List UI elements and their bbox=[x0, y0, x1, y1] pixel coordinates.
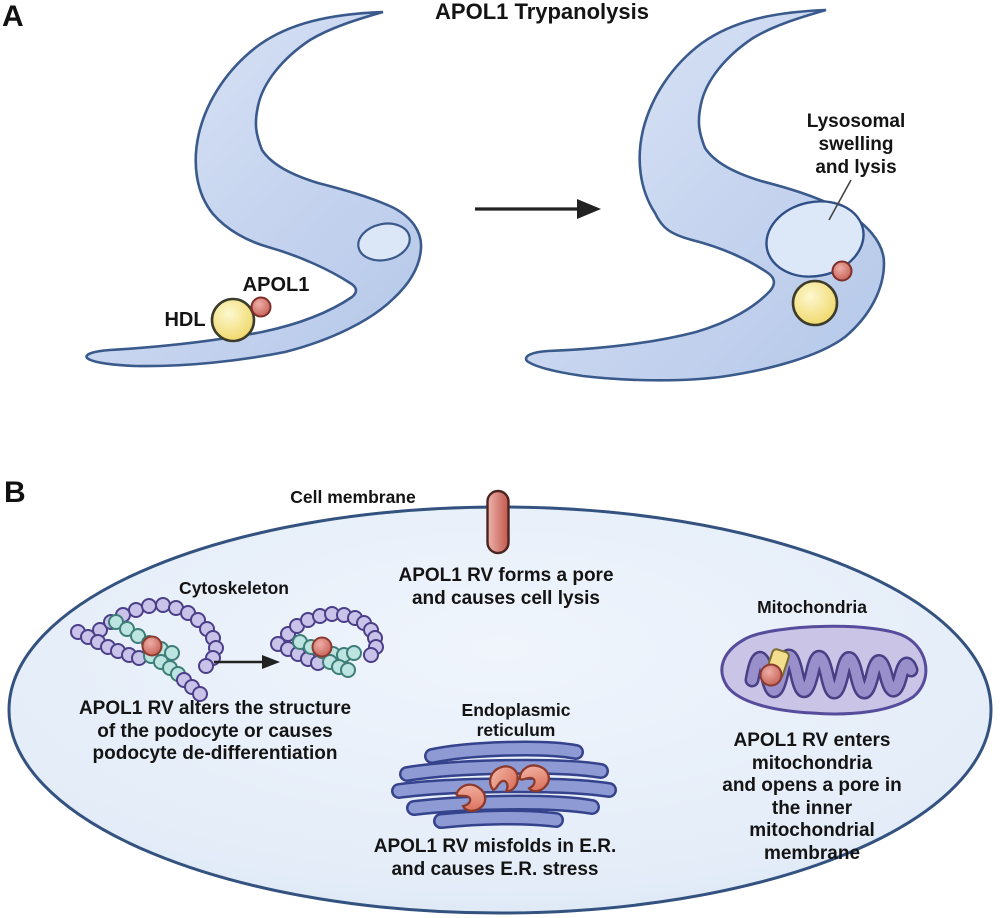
apol1-particle bbox=[250, 296, 272, 318]
swollen-lysosome bbox=[765, 200, 865, 278]
panel-a-canvas bbox=[85, 8, 886, 382]
cytoskeleton-bead bbox=[128, 602, 144, 618]
figure-title: APOL1 Trypanolysis bbox=[435, 0, 649, 24]
lysosome-caption: Lysosomal swelling and lysis bbox=[806, 111, 906, 178]
cytoskeleton-bead bbox=[130, 628, 146, 644]
cytoskeleton-bead bbox=[141, 598, 157, 614]
panel-b-canvas bbox=[7, 489, 993, 915]
progression-arrow bbox=[475, 199, 601, 219]
cytoskeleton-bead bbox=[164, 645, 180, 661]
cytoskeleton-before bbox=[70, 597, 224, 702]
mitochondria bbox=[720, 624, 928, 716]
cytoskeleton-bead bbox=[363, 647, 379, 663]
panel-a-label: A bbox=[2, 0, 24, 33]
trypanosome-body bbox=[85, 10, 423, 368]
hdl-particle bbox=[791, 279, 839, 327]
hdl-particle bbox=[210, 297, 256, 343]
trypanosome-after bbox=[524, 8, 886, 382]
membrane-pore bbox=[486, 489, 510, 555]
membrane-pore-caption: APOL1 RV forms a pore and causes cell ly… bbox=[398, 565, 614, 609]
cytoskeleton-bead bbox=[108, 614, 124, 630]
cytoskeleton-bead bbox=[192, 686, 208, 702]
er-caption: APOL1 RV misfolds in E.R. and causes E.R… bbox=[373, 836, 617, 880]
cell-membrane-label: Cell membrane bbox=[290, 487, 416, 507]
lysosome-pointer-line bbox=[828, 179, 852, 221]
trypanosome-body bbox=[524, 8, 886, 382]
apol1-particle bbox=[759, 663, 783, 687]
cytoskeleton-label: Cytoskeleton bbox=[179, 578, 289, 598]
hdl-label: HDL bbox=[164, 309, 206, 331]
mitochondria-label: Mitochondria bbox=[757, 597, 867, 617]
er-label: Endoplasmic reticulum bbox=[461, 700, 571, 740]
apol1-particle bbox=[311, 636, 333, 658]
lysosome bbox=[357, 222, 411, 262]
cytoskeleton-caption: APOL1 RV alters the structure of the pod… bbox=[78, 698, 352, 764]
cytoskeleton-bead bbox=[340, 662, 356, 678]
apol1-particle bbox=[831, 260, 853, 282]
cytoskeleton-bead bbox=[346, 645, 362, 661]
apol1-label: APOL1 bbox=[242, 274, 310, 296]
cytoskeleton-bead bbox=[155, 597, 171, 613]
cytoskeleton-bead bbox=[198, 658, 214, 674]
cytoskeleton-bead bbox=[119, 621, 135, 637]
endoplasmic-reticulum bbox=[391, 740, 617, 829]
trypanosome-before bbox=[85, 10, 423, 368]
cytoskeleton-arrow bbox=[214, 655, 280, 669]
apol1-particle bbox=[141, 635, 163, 657]
misfolded-apol1-proteins bbox=[455, 764, 551, 812]
mitochondria-caption: APOL1 RV enters mitochondria and opens a… bbox=[722, 730, 902, 864]
panel-b-label: B bbox=[4, 476, 26, 509]
